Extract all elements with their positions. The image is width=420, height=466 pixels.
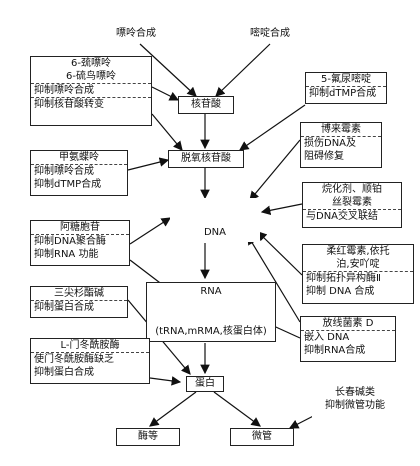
drug-name: 甲氨蝶呤 xyxy=(59,152,99,163)
arrow-bleo-to-dna xyxy=(249,139,301,201)
methotrexate-box: 甲氨蝶呤 抑制嘌呤合成 抑制dTMP合成 xyxy=(30,150,128,196)
purine-synthesis-label: 嘌呤合成 xyxy=(116,28,156,39)
pyrimidine-arrow xyxy=(215,43,271,97)
bleomycin-box: 博来霉素 损伤DNA及 阻碍修复 xyxy=(300,122,382,168)
arrow-cytarabine-to-dna xyxy=(129,217,172,245)
mechanism: 抑制蛋白合成 xyxy=(34,367,94,378)
drug-name: 阿糖胞苷 xyxy=(60,222,100,233)
mechanism: 抑制嘌呤合成 xyxy=(31,164,127,178)
mechanism: 损伤DNA及 xyxy=(301,136,381,150)
homoharringtonine-box: 三尖杉酯碱 抑制蛋白合成 xyxy=(30,286,128,318)
arrow-mtx-to-deoxy xyxy=(127,157,170,171)
drug-name: 5-氟尿嘧啶 xyxy=(321,74,371,85)
arrow-alk-to-dna xyxy=(260,203,303,216)
arrow-acti-to-dna xyxy=(247,234,301,323)
rna-node: RNA (tRNA,mRMA,核蛋白体) xyxy=(146,282,276,342)
mechanism: 抑制拓扑异构酶Ⅱ xyxy=(303,271,413,285)
mechanism: 抑制RNA 功能 xyxy=(34,249,99,260)
drug-name: 6-硫鸟嘌呤 xyxy=(66,71,116,82)
mechanism: 抑制DNA聚合酶 xyxy=(31,234,129,248)
dna-node: DNA xyxy=(170,198,260,242)
mercaptopurine-box: 6-巯嘌呤 6-硫鸟嘌呤 抑制嘌呤合成 抑制核苷酸转变 xyxy=(30,56,152,126)
nucleotide-node: 核苷酸 xyxy=(178,96,234,114)
cytarabine-box: 阿糖胞苷 抑制DNA聚合酶 抑制RNA 功能 xyxy=(30,220,130,266)
drug-name: 6-巯嘌呤 xyxy=(71,58,111,69)
pyrimidine-synthesis-label: 嘧啶合成 xyxy=(250,28,290,39)
purine-arrow xyxy=(139,43,197,97)
mechanism: 抑制dTMP合成 xyxy=(306,86,386,100)
drug-name: 博来霉素 xyxy=(321,124,361,135)
arrow-asp-to-protein xyxy=(149,376,182,386)
drug-name: 放线菌素 D xyxy=(322,318,374,329)
drug-name: 烷化剂、顺铂 xyxy=(322,184,382,195)
rna-label: RNA xyxy=(200,286,222,297)
mechanism: 抑制嘌呤合成 xyxy=(31,83,151,97)
vinca-box: 长春碱类 抑制微管功能 xyxy=(312,386,398,418)
mechanism: 使门冬酰胺酶缺乏 xyxy=(31,352,149,366)
mechanism: 抑制核苷酸转变 xyxy=(31,97,151,111)
protein-node: 蛋白 xyxy=(186,376,224,392)
mechanism: 抑制 DNA 合成 xyxy=(306,286,375,297)
arrow-5fu-to-deoxy xyxy=(239,104,306,151)
mechanism: 抑制蛋白合成 xyxy=(31,300,127,314)
enzymes-node: 酶等 xyxy=(116,428,180,446)
microtubule-node: 微管 xyxy=(230,428,294,446)
arrow-protein-to-microtubule xyxy=(213,391,261,427)
drug-name: L-门冬酰胺酶 xyxy=(60,340,120,351)
mechanism: 抑制RNA合成 xyxy=(304,345,366,356)
drug-name: 三尖杉酯碱 xyxy=(54,288,104,299)
drug-name: 柔红霉素,依托 xyxy=(326,246,390,257)
arrow-mp-to-deoxy xyxy=(151,113,183,151)
asparaginase-box: L-门冬酰胺酶 使门冬酰胺酶缺乏 抑制蛋白合成 xyxy=(30,338,150,384)
arrow-protein-to-enzymes xyxy=(149,391,197,427)
actinomycin-box: 放线菌素 D 嵌入 DNA 抑制RNA合成 xyxy=(300,316,396,362)
rna-types-label: (tRNA,mRMA,核蛋白体) xyxy=(155,326,267,337)
drug-name: 长春碱类 xyxy=(335,387,375,398)
mechanism: 抑制dTMP合成 xyxy=(34,179,102,190)
daunorubicin-box: 柔红霉素,依托 泊,安吖啶 抑制拓扑异构酶Ⅱ 抑制 DNA 合成 xyxy=(302,244,414,304)
fluorouracil-box: 5-氟尿嘧啶 抑制dTMP合成 xyxy=(305,72,387,104)
arrow-mp-to-nucleotide xyxy=(151,86,180,101)
dna-label: DNA xyxy=(203,227,227,238)
arrow-dauno-to-dna xyxy=(257,231,303,276)
drug-name: 丝裂霉素 xyxy=(332,197,372,208)
deoxynucleotide-node: 脱氧核苷酸 xyxy=(168,150,244,168)
mechanism: 阻碍修复 xyxy=(304,151,344,162)
alkylating-box: 烷化剂、顺铂 丝裂霉素 与DNA交叉联结 xyxy=(302,182,402,228)
drug-name: 泊,安吖啶 xyxy=(336,259,380,270)
mechanism: 与DNA交叉联结 xyxy=(303,209,401,223)
mechanism: 抑制微管功能 xyxy=(325,400,385,411)
mechanism: 嵌入 DNA xyxy=(301,330,395,344)
